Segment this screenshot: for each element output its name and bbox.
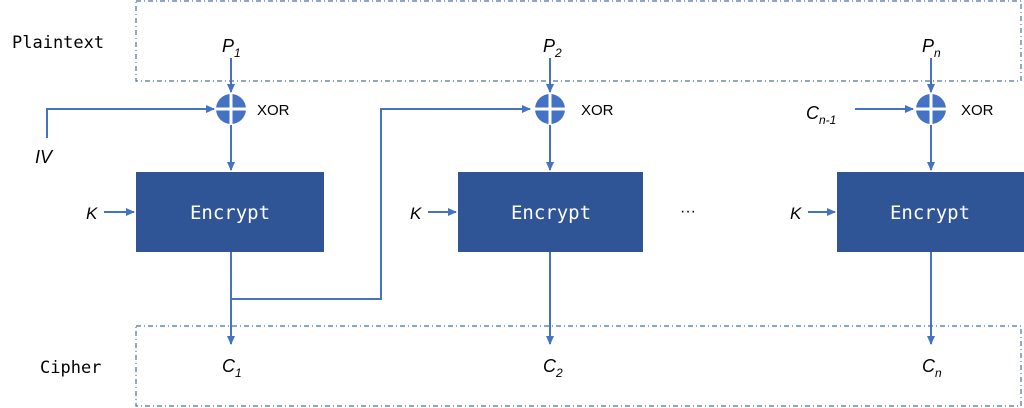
xor-2-label: XOR	[581, 102, 614, 119]
xor-n-label: XOR	[961, 102, 994, 119]
xor-n	[916, 94, 946, 124]
encrypt-label-2: Encrypt	[511, 202, 591, 224]
key-label-n: K	[790, 204, 802, 223]
block-n: Pn XOR Cn-1 Encrypt K Cn	[790, 36, 1024, 380]
cipher-c1: C1	[222, 356, 242, 380]
encrypt-label-1: Encrypt	[190, 202, 270, 224]
encrypt-box-1	[136, 172, 324, 252]
plaintext-pn: Pn	[922, 36, 941, 60]
plaintext-row-label: Plaintext	[12, 33, 104, 53]
encrypt-box-2	[458, 172, 643, 252]
iv-label: IV	[35, 147, 54, 167]
cipher-row-frame	[135, 325, 1022, 407]
key-label-2: K	[410, 204, 422, 223]
plaintext-p1: P1	[222, 36, 241, 60]
key-label-1: K	[86, 204, 98, 223]
xor-1-label: XOR	[257, 102, 290, 119]
plaintext-row-frame	[135, 0, 1022, 82]
cipher-c2: C2	[543, 356, 563, 380]
cipher-cn: Cn	[922, 356, 942, 380]
encrypt-box-n	[837, 172, 1024, 252]
xor-2	[535, 94, 565, 124]
xor-1	[216, 94, 246, 124]
c1-chain-arrow	[231, 105, 531, 300]
block-1: P1 XOR IV Encrypt K C1	[35, 36, 531, 380]
encrypt-label-n: Encrypt	[890, 202, 970, 224]
block-2: P2 XOR Encrypt K C2	[410, 36, 643, 380]
plaintext-p2: P2	[543, 36, 562, 60]
cipher-cn-1-input: Cn-1	[806, 103, 836, 127]
cipher-row-label: Cipher	[40, 358, 101, 378]
iv-to-xor-arrow	[46, 105, 215, 138]
ellipsis: ···	[680, 203, 696, 220]
